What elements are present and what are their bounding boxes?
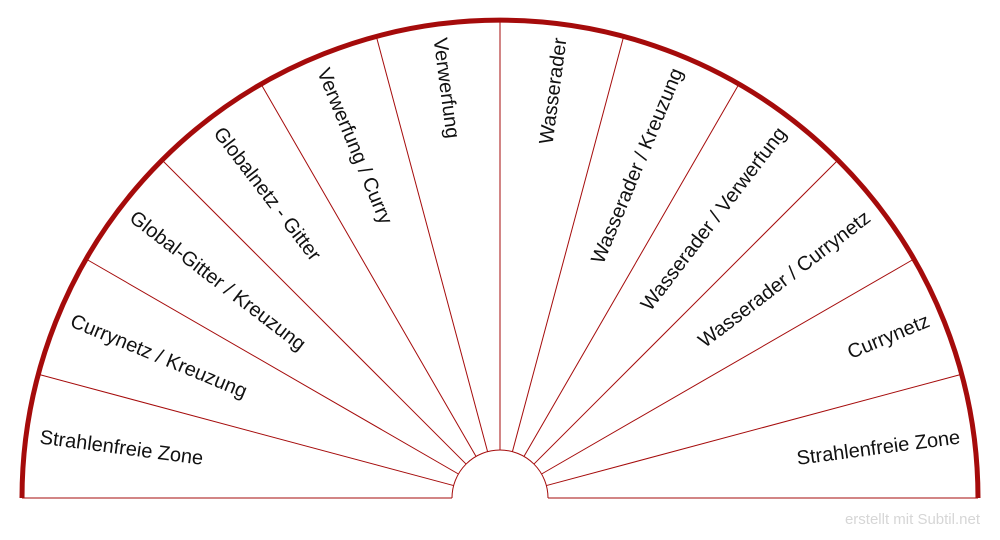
sector-label: Globalnetz - Gitter [209, 123, 325, 265]
sector-label: Wasserader / Currynetz [694, 207, 874, 353]
sector-divider [375, 36, 489, 452]
sector-label: Currynetz [844, 310, 933, 364]
sector-divider [161, 159, 467, 465]
center-hub [451, 449, 549, 499]
sector-divider [260, 83, 477, 457]
sector-label: Verwerfung / Curry [312, 65, 396, 227]
sector-label: Strahlenfreie Zone [795, 427, 961, 470]
sector-divider [541, 258, 915, 475]
sector-dividers [38, 20, 962, 487]
sector-divider [511, 36, 625, 452]
sector-divider [533, 159, 839, 465]
sector-label: Wasserader [536, 36, 572, 145]
sector-label: Strahlenfreie Zone [39, 427, 205, 470]
sector-divider [546, 373, 962, 487]
sector-divider [38, 373, 454, 487]
sector-label: Wasserader / Kreuzung [587, 65, 687, 267]
sector-divider [85, 258, 459, 475]
sector-label: Verwerfung [429, 37, 464, 140]
credit-text: erstellt mit Subtil.net [844, 511, 980, 528]
sector-divider [523, 83, 740, 457]
outer-arc [19, 17, 981, 499]
